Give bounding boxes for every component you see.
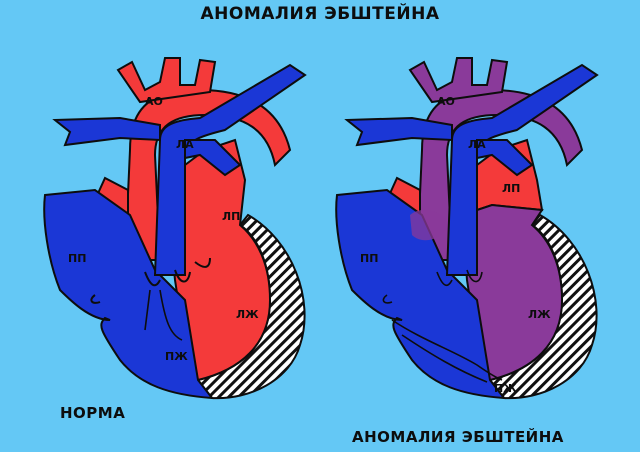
ebstein-heart: АО ЛА ЛП ПП ЛЖ ПЖ bbox=[335, 57, 599, 400]
ebstein-label-aorta: АО bbox=[437, 95, 455, 108]
ebstein-valve-lines bbox=[382, 269, 503, 383]
normal-label-left-ventricle: ЛЖ bbox=[236, 308, 259, 321]
normal-label-right-atrium: ПП bbox=[68, 252, 86, 265]
ebstein-pulmonary-left-branch bbox=[344, 116, 453, 147]
ebstein-label-right-ventricle: ПЖ bbox=[494, 382, 517, 395]
ebstein-label-left-atrium: ЛП bbox=[502, 182, 520, 195]
normal-aortic-branches bbox=[116, 57, 217, 104]
ebstein-label-pulmonary-artery: ЛА bbox=[468, 138, 486, 151]
caption-ebstein: АНОМАЛИЯ ЭБШТЕЙНА bbox=[352, 428, 564, 446]
ebstein-aortic-branches bbox=[408, 57, 509, 104]
normal-right-heart bbox=[43, 188, 215, 400]
ebstein-right-heart bbox=[335, 188, 507, 400]
normal-pulmonary-right-branch bbox=[184, 139, 242, 177]
normal-left-heart bbox=[163, 138, 272, 382]
normal-label-right-ventricle: ПЖ bbox=[165, 350, 188, 363]
ebstein-label-left-ventricle: ЛЖ bbox=[528, 308, 551, 321]
diagram-title: АНОМАЛИЯ ЭБШТЕЙНА bbox=[200, 4, 440, 24]
normal-heart: АО ЛА ЛП ПП ЛЖ ПЖ bbox=[43, 57, 307, 400]
normal-valve-lines bbox=[90, 257, 211, 304]
normal-label-pulmonary-artery: ЛА bbox=[176, 138, 194, 151]
normal-label-left-atrium: ЛП bbox=[222, 210, 240, 223]
caption-normal: НОРМА bbox=[60, 404, 126, 422]
ebstein-left-ventricle bbox=[460, 203, 564, 382]
normal-pulmonary-left-branch bbox=[52, 116, 161, 147]
ebstein-pulmonary-right-branch bbox=[476, 139, 534, 177]
ebstein-label-right-atrium: ПП bbox=[360, 252, 378, 265]
normal-label-aorta: АО bbox=[145, 95, 163, 108]
ebstein-atrial-shunt bbox=[410, 209, 450, 241]
normal-septum-line bbox=[144, 289, 183, 341]
